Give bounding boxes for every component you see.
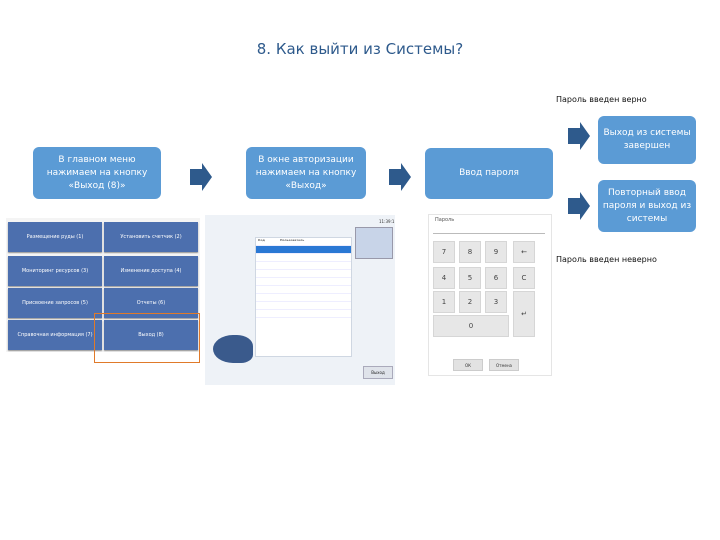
list-item[interactable] (256, 262, 351, 270)
menu-cell[interactable]: Изменение доступа (4) (104, 256, 198, 286)
result-retry-text: Повторный ввод пароля и выход из системы (602, 187, 692, 224)
map-image (355, 227, 393, 259)
note-password-incorrect: Пароль введен неверно (556, 255, 657, 264)
menu-exit-button[interactable]: Выход (8) (104, 320, 198, 350)
step-auth-window-text: В окне авторизации нажимаем на кнопку «В… (255, 154, 357, 191)
list-item[interactable] (256, 246, 351, 254)
menu-cell[interactable]: Мониторинг ресурсов (3) (8, 256, 102, 286)
arrow-right-icon (389, 163, 411, 191)
auth-time: 11:39:1 (379, 219, 395, 224)
exit-highlight-frame (94, 313, 200, 363)
list-item[interactable]: Код Пользователь (256, 238, 351, 246)
auth-exit-button[interactable]: Выход (363, 366, 393, 379)
key-clear[interactable]: C (513, 267, 535, 289)
key-3[interactable]: 3 (485, 291, 507, 313)
menu-cell[interactable]: Установить счетчик (2) (104, 222, 198, 252)
step-password-entry: Ввод пароля (425, 148, 553, 199)
list-item[interactable] (256, 270, 351, 278)
key-7[interactable]: 7 (433, 241, 455, 263)
key-backspace[interactable]: ← (513, 241, 535, 263)
key-4[interactable]: 4 (433, 267, 455, 289)
key-6[interactable]: 6 (485, 267, 507, 289)
menu-cell[interactable]: Размещение руды (1) (8, 222, 102, 252)
key-9[interactable]: 9 (485, 241, 507, 263)
logo-image (213, 335, 253, 363)
step-password-entry-text: Ввод пароля (459, 168, 519, 178)
key-enter[interactable]: ↵ (513, 291, 535, 337)
key-8[interactable]: 8 (459, 241, 481, 263)
step-main-menu: В главном меню нажимаем на кнопку «Выход… (33, 147, 161, 199)
list-item[interactable] (256, 254, 351, 262)
password-field[interactable] (433, 225, 545, 234)
result-exit-done-text: Выход из системы завершен (603, 128, 691, 151)
result-exit-done: Выход из системы завершен (598, 116, 696, 164)
arrow-right-icon (190, 163, 212, 191)
arrow-right-icon (568, 122, 590, 150)
note-password-correct: Пароль введен верно (556, 95, 647, 104)
key-5[interactable]: 5 (459, 267, 481, 289)
list-item[interactable] (256, 302, 351, 310)
list-item[interactable] (256, 286, 351, 294)
password-label: Пароль (435, 217, 455, 223)
key-2[interactable]: 2 (459, 291, 481, 313)
list-item[interactable] (256, 294, 351, 302)
password-keypad-screenshot: Пароль 7 8 9 ← 4 5 6 C 1 2 3 ↵ 0 ОК Отме… (428, 214, 552, 376)
cancel-button[interactable]: Отмена (489, 359, 519, 371)
main-menu-screenshot: Размещение руды (1) Установить счетчик (… (6, 218, 200, 352)
result-retry: Повторный ввод пароля и выход из системы (598, 180, 696, 232)
list-item[interactable] (256, 310, 351, 318)
key-1[interactable]: 1 (433, 291, 455, 313)
step-auth-window: В окне авторизации нажимаем на кнопку «В… (246, 147, 366, 199)
menu-cell[interactable]: Справочная информация (7) (8, 320, 102, 350)
menu-cell[interactable]: Присвоение запросов (5) (8, 288, 102, 318)
step-main-menu-text: В главном меню нажимаем на кнопку «Выход… (46, 154, 148, 191)
page-title: 8. Как выйти из Системы? (256, 40, 464, 58)
list-header-code: Код (258, 238, 265, 242)
ok-button[interactable]: ОК (453, 359, 483, 371)
key-0[interactable]: 0 (433, 315, 509, 337)
list-header-user: Пользователь (279, 238, 305, 242)
arrow-right-icon (568, 192, 590, 220)
list-item[interactable] (256, 278, 351, 286)
user-list[interactable]: Код Пользователь (255, 237, 352, 357)
auth-window-screenshot: 11:39:1 Код Пользователь Выход (205, 215, 395, 385)
